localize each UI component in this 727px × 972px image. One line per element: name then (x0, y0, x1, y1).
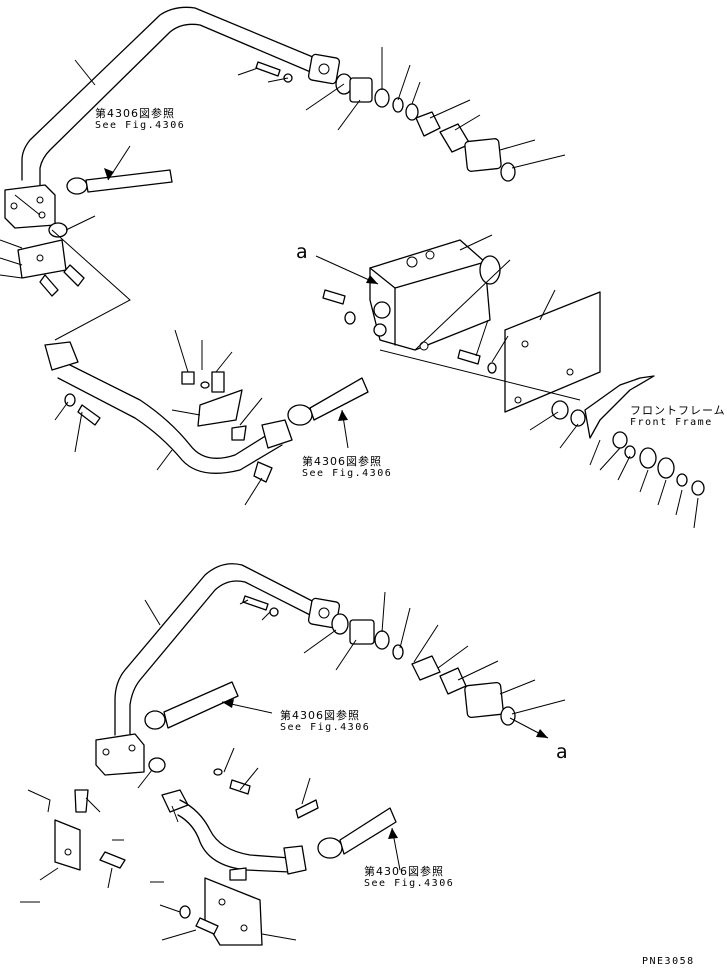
bottom-hose-pipe (114, 563, 321, 741)
valve-assembly (369, 239, 501, 351)
ref-label-4: 第4306図参照 See Fig.4306 (364, 866, 454, 890)
front-frame-label-jp: フロントフレーム (630, 404, 726, 417)
bottom-leader-lines (20, 591, 566, 941)
marker-a-bottom: a (556, 741, 568, 763)
bottom-exploded-fittings (331, 613, 516, 726)
ref-label-1-jp: 第4306図参照 (95, 107, 175, 120)
top-flange-bolts (255, 53, 341, 85)
ref-label-2-en: See Fig.4306 (302, 468, 393, 479)
ref-label-3-en: See Fig.4306 (280, 722, 371, 733)
top-exploded-fittings (335, 73, 516, 182)
ref-label-3: 第4306図参照 See Fig.4306 (280, 710, 370, 734)
front-frame-stack (551, 375, 705, 496)
top-ref-hose-end (66, 169, 173, 195)
marker-a-top: a (296, 241, 308, 263)
ref-label-4-en: See Fig.4306 (364, 878, 455, 889)
ref-label-1: 第4306図参照 See Fig.4306 (95, 108, 185, 132)
bottom-mount-bracket (179, 877, 263, 946)
bottom-bracket-bolts (54, 768, 319, 881)
top-hose-pipe (21, 6, 321, 186)
reference-arrows (104, 145, 549, 871)
ref-label-2: 第4306図参照 See Fig.4306 (302, 456, 392, 480)
mounting-plate (504, 291, 601, 413)
front-frame-label: フロントフレーム Front Frame (630, 405, 726, 429)
mid-bolts-washers (64, 371, 273, 483)
front-frame-label-en: Front Frame (630, 417, 713, 428)
mid-hose-pipe (44, 341, 293, 474)
ref-label-3-jp: 第4306図参照 (280, 709, 360, 722)
top-leader-lines (0, 47, 699, 529)
figure-code: PNE3058 (642, 956, 695, 967)
ref-label-4-jp: 第4306図参照 (364, 865, 444, 878)
bottom-oring (148, 757, 166, 773)
bottom-left-block (95, 733, 145, 776)
bottom-ref-hose-end (144, 681, 239, 730)
bottom-ref-hose-end-2 (317, 807, 397, 859)
ref-label-2-jp: 第4306図参照 (302, 455, 382, 468)
mid-ref-hose-end (287, 377, 369, 426)
valve-bolts (322, 289, 497, 374)
ref-label-1-en: See Fig.4306 (95, 120, 186, 131)
bottom-flange-bolts (242, 595, 341, 629)
bottom-hose-s-pipe (161, 789, 307, 875)
top-oring-and-bracket (17, 222, 85, 297)
